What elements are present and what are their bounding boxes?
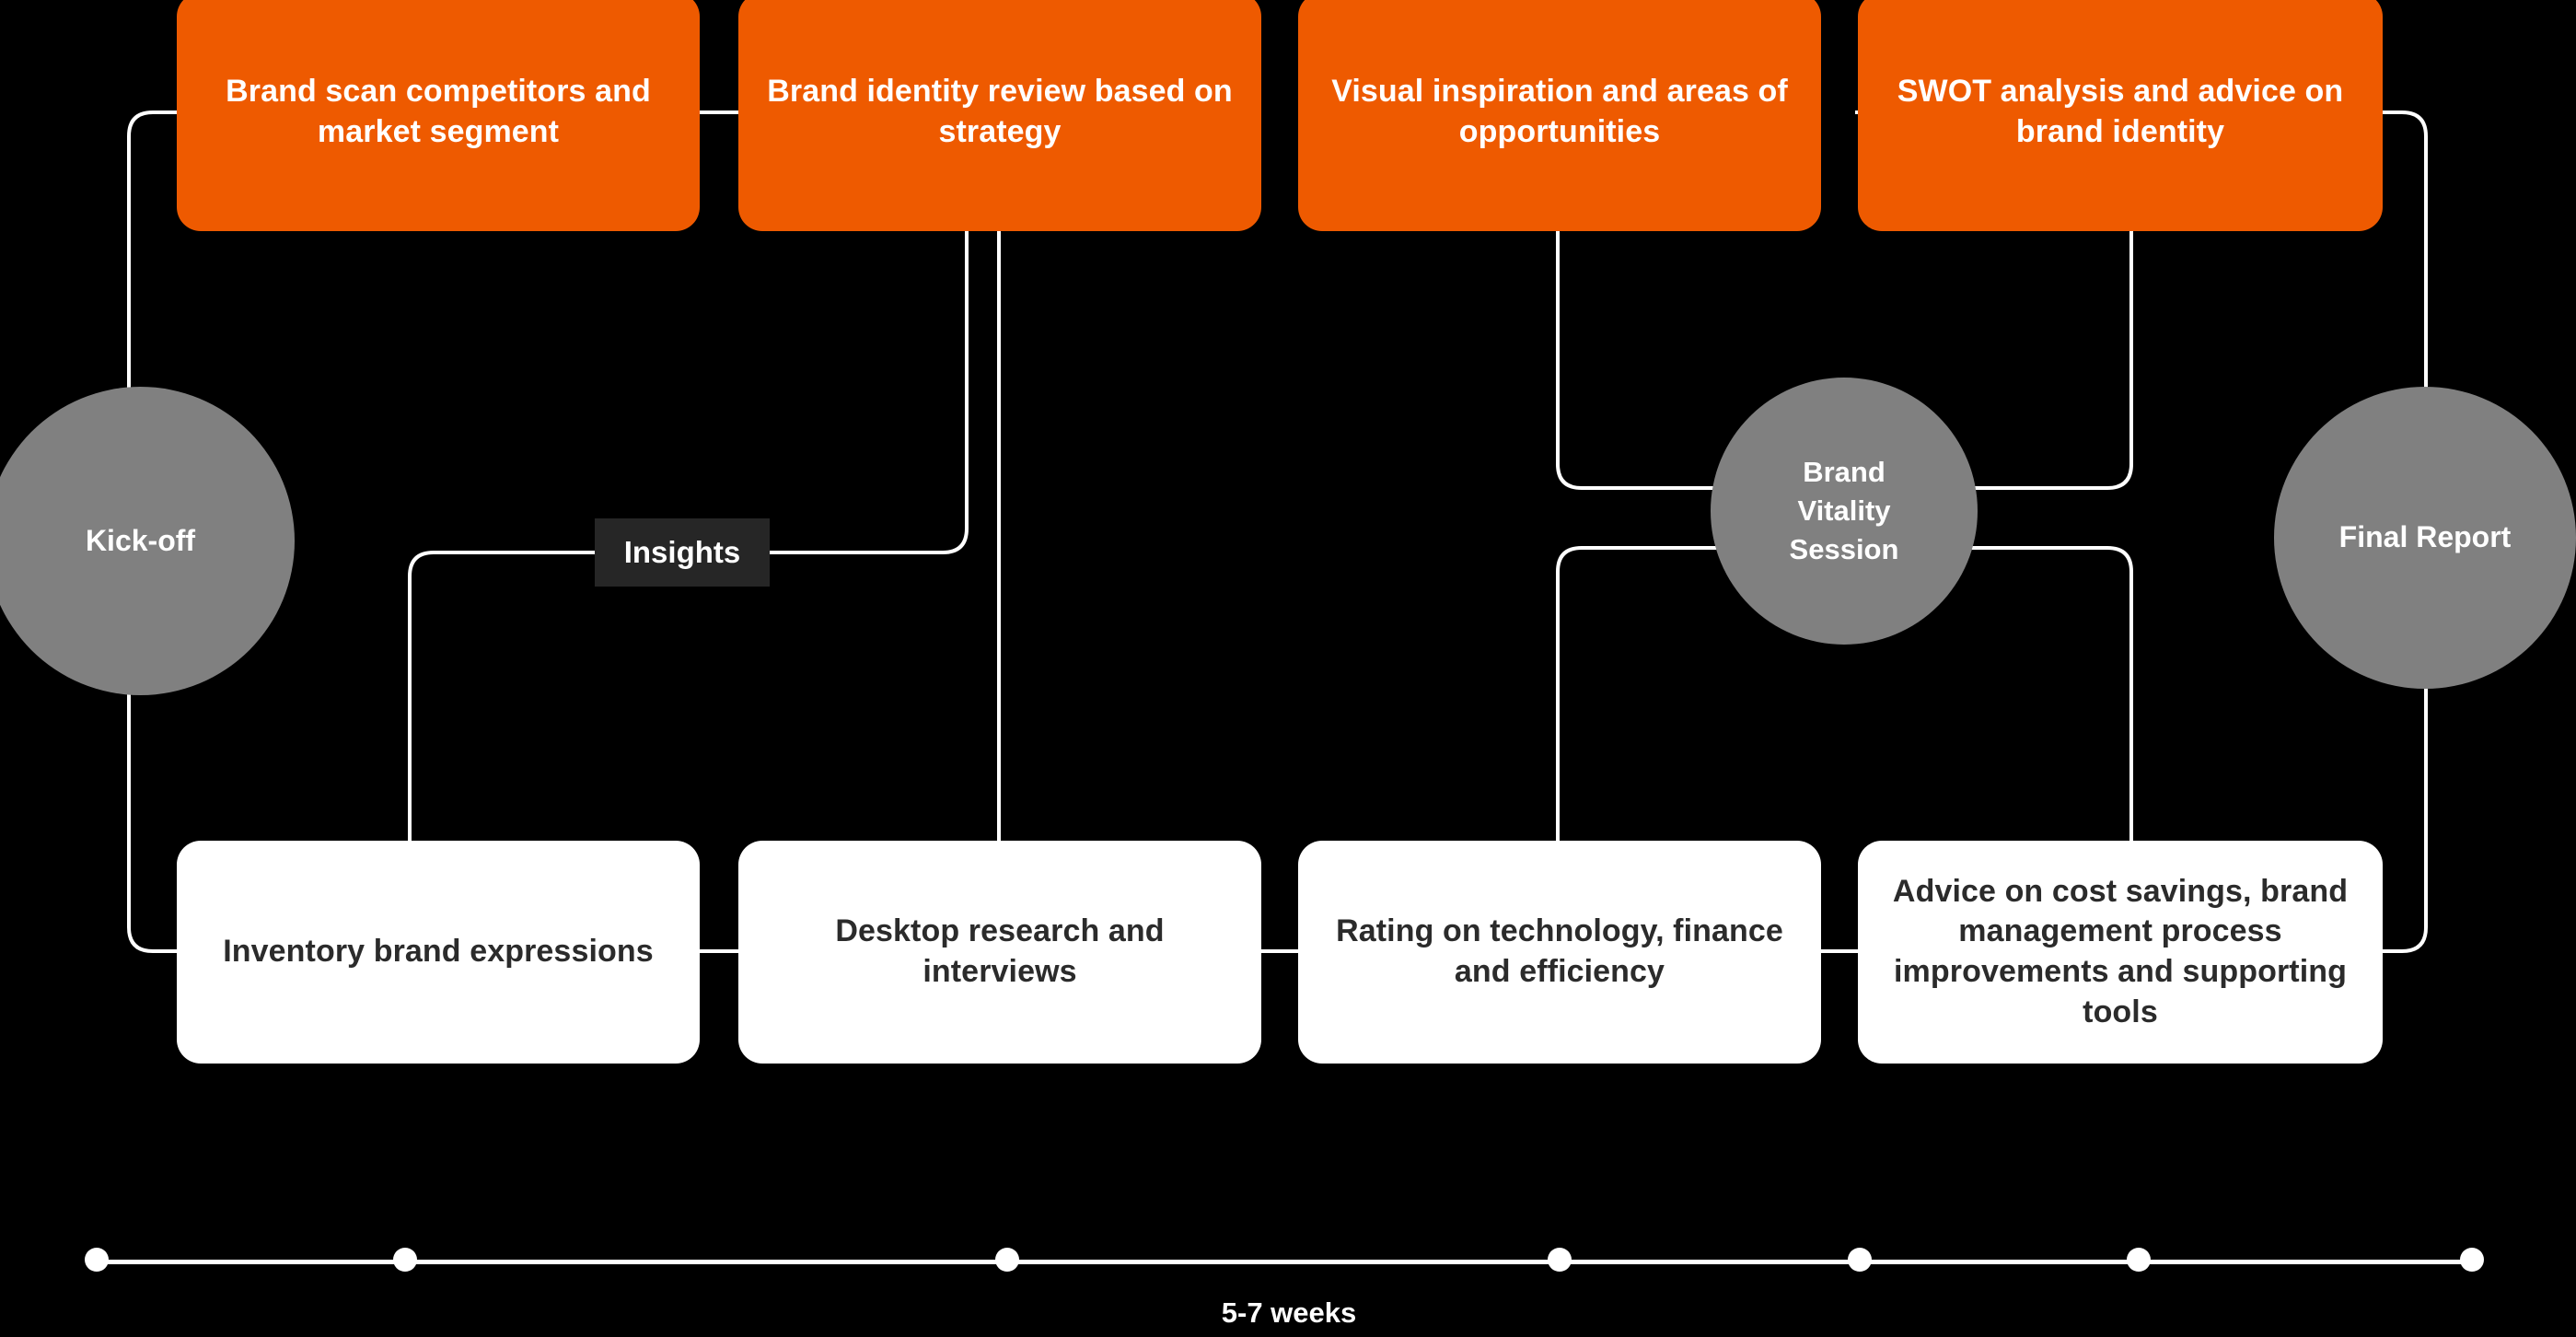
phase-box-label: Advice on cost savings, brand management… [1892, 873, 2349, 1029]
phase-box-rating-technology[interactable]: Rating on technology, finance and effici… [1298, 841, 1821, 1064]
phase-box-label: SWOT analysis and advice on brand identi… [1897, 73, 2344, 149]
milestone-brand-vitality-session[interactable]: Brand Vitality Session [1711, 378, 1978, 645]
wire-visualinspiration-to-bvs [1556, 231, 1722, 490]
phase-box-label: Visual inspiration and areas of opportun… [1331, 73, 1788, 149]
phase-box-inventory-brand-expressions[interactable]: Inventory brand expressions [177, 841, 700, 1064]
timeline-dot-1[interactable] [85, 1248, 109, 1272]
insights-chip-label: Insights [623, 535, 741, 569]
phase-box-brand-scan-competitors[interactable]: Brand scan competitors and market segmen… [177, 0, 700, 231]
wire-swot-to-bvs [1967, 231, 2133, 490]
phase-box-desktop-research[interactable]: Desktop research and interviews [738, 841, 1261, 1064]
timeline-axis [97, 1260, 2472, 1264]
milestone-kick-off[interactable]: Kick-off [0, 387, 295, 695]
milestone-label: Kick-off [85, 523, 196, 557]
wire-swot-to-finalreport [2383, 110, 2428, 391]
timeline-dot-4[interactable] [1548, 1248, 1572, 1272]
milestone-label: Final Report [2338, 520, 2512, 554]
phase-box-label: Brand scan competitors and market segmen… [226, 73, 651, 149]
wire-bvs-to-advice [1967, 546, 2133, 841]
phase-box-label: Rating on technology, finance and effici… [1336, 913, 1783, 989]
timeline-dot-7[interactable] [2460, 1248, 2484, 1272]
phase-box-label: Inventory brand expressions [223, 934, 654, 970]
milestone-final-report[interactable]: Final Report [2274, 387, 2576, 689]
wire-kickoff-to-inventory [127, 681, 177, 953]
timeline-dot-3[interactable] [995, 1248, 1019, 1272]
phase-box-visual-inspiration[interactable]: Visual inspiration and areas of opportun… [1298, 0, 1821, 231]
wire-brandidentity-to-insights [770, 231, 969, 554]
timeline-dot-6[interactable] [2127, 1248, 2151, 1272]
wire-kickoff-to-brandscan [127, 110, 177, 396]
milestone-label: Brand Vitality Session [1789, 456, 1899, 565]
phase-box-brand-identity-review[interactable]: Brand identity review based on strategy [738, 0, 1261, 231]
phase-box-advice-cost-savings[interactable]: Advice on cost savings, brand management… [1858, 841, 2383, 1064]
timeline-dot-2[interactable] [393, 1248, 417, 1272]
phase-box-swot-analysis[interactable]: SWOT analysis and advice on brand identi… [1858, 0, 2383, 231]
timeline-duration-label: 5-7 weeks [1221, 1296, 1357, 1329]
phase-box-label: Desktop research and interviews [835, 913, 1165, 989]
phase-box-label: Brand identity review based on strategy [767, 73, 1233, 149]
timeline-dot-5[interactable] [1848, 1248, 1872, 1272]
wire-advice-to-finalreport [2383, 677, 2428, 953]
insights-chip[interactable]: Insights [595, 518, 770, 587]
